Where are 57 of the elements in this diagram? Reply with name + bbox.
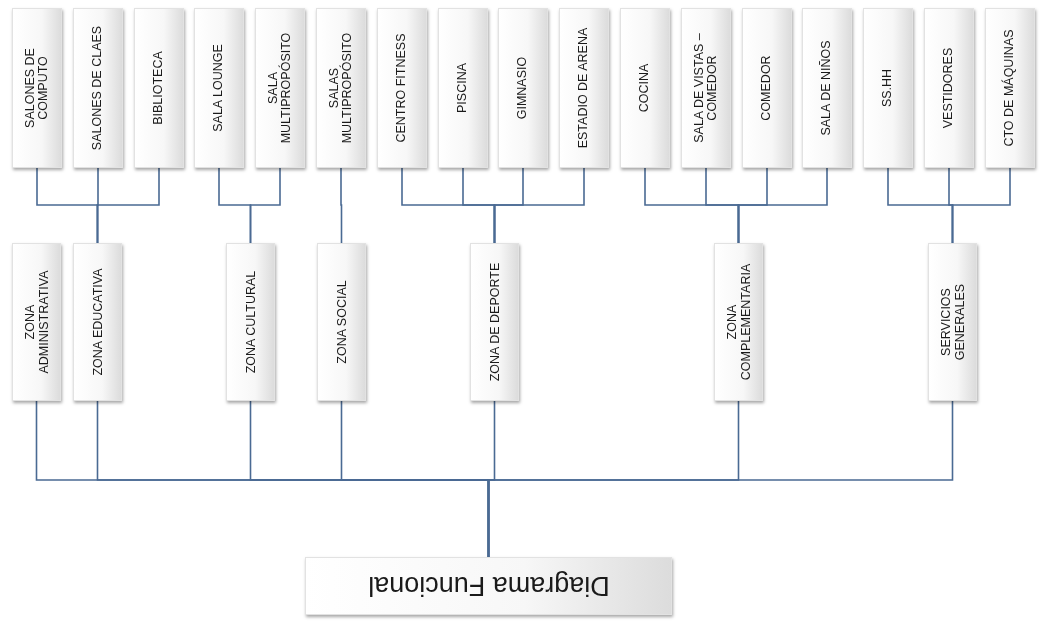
connector-line	[493, 167, 585, 244]
box-label: BIBLIOTECA	[150, 50, 167, 127]
box-label: ZONA DE DEPORTE	[485, 261, 502, 384]
room-box	[255, 8, 305, 168]
box-label: Diagrama Funcional	[366, 570, 611, 604]
box-label: VESTIDORES	[940, 46, 957, 131]
connector-line	[487, 400, 954, 558]
box-label: SERVICIOS GENERALES	[937, 282, 967, 363]
zone-box	[73, 243, 122, 401]
room-box	[498, 8, 548, 168]
box-label: CENTRO FITNESS	[393, 32, 410, 145]
zone-box	[470, 243, 519, 401]
room-box	[620, 8, 670, 168]
zone-box	[226, 243, 275, 401]
root-box	[305, 557, 672, 615]
connector-line	[96, 167, 160, 244]
box-label: SALA DE VISTAS – COMEDOR	[690, 32, 720, 145]
zone-box	[928, 243, 977, 401]
room-box	[194, 8, 244, 168]
room-box	[559, 8, 609, 168]
box-label: ZONA SOCIAL	[332, 279, 349, 366]
zone-box	[12, 243, 61, 401]
box-label: GIMNASIO	[514, 55, 531, 122]
room-box	[924, 8, 974, 168]
zone-box	[317, 243, 366, 401]
room-box	[438, 8, 488, 168]
box-label: ESTADIO DE ARENA	[575, 26, 592, 151]
box-label: ZONA ADMINISTRATIVA	[21, 269, 51, 376]
room-box	[316, 8, 366, 168]
room-box	[377, 8, 427, 168]
box-label: PISCINA	[454, 62, 471, 115]
box-label: ZONA COMPLEMENTARIA	[723, 262, 753, 383]
box-label: SALA DE NIÑOS	[818, 39, 835, 138]
box-label: SALA MULTIPROPÓSITO	[264, 31, 294, 146]
connector-line	[951, 167, 1011, 244]
room-box	[742, 8, 792, 168]
box-label: SALONES DE CLAES	[89, 24, 106, 153]
box-label: COCINA	[636, 62, 653, 115]
room-box	[802, 8, 852, 168]
room-box	[12, 8, 62, 168]
box-label: COMEDOR	[758, 54, 775, 123]
box-label: ZONA CULTURAL	[241, 269, 258, 376]
room-box	[73, 8, 123, 168]
connector-line	[340, 167, 343, 244]
box-label: SALAS MULTIPROPÓSITO	[325, 31, 355, 146]
box-label: SALONES DE COMPUTO	[21, 47, 51, 130]
box-label: ZONA EDUCATIVA	[88, 267, 105, 378]
room-box	[985, 8, 1035, 168]
room-box	[681, 8, 731, 168]
box-label: SS.HH	[879, 67, 896, 110]
box-label: CTO DE MÁQUINAS	[1000, 28, 1018, 149]
box-label: SALA LOUNGE	[210, 43, 227, 134]
connector-line	[737, 167, 828, 244]
zone-box	[714, 243, 763, 401]
room-box	[863, 8, 913, 168]
connector-line	[249, 167, 281, 244]
room-box	[134, 8, 184, 168]
